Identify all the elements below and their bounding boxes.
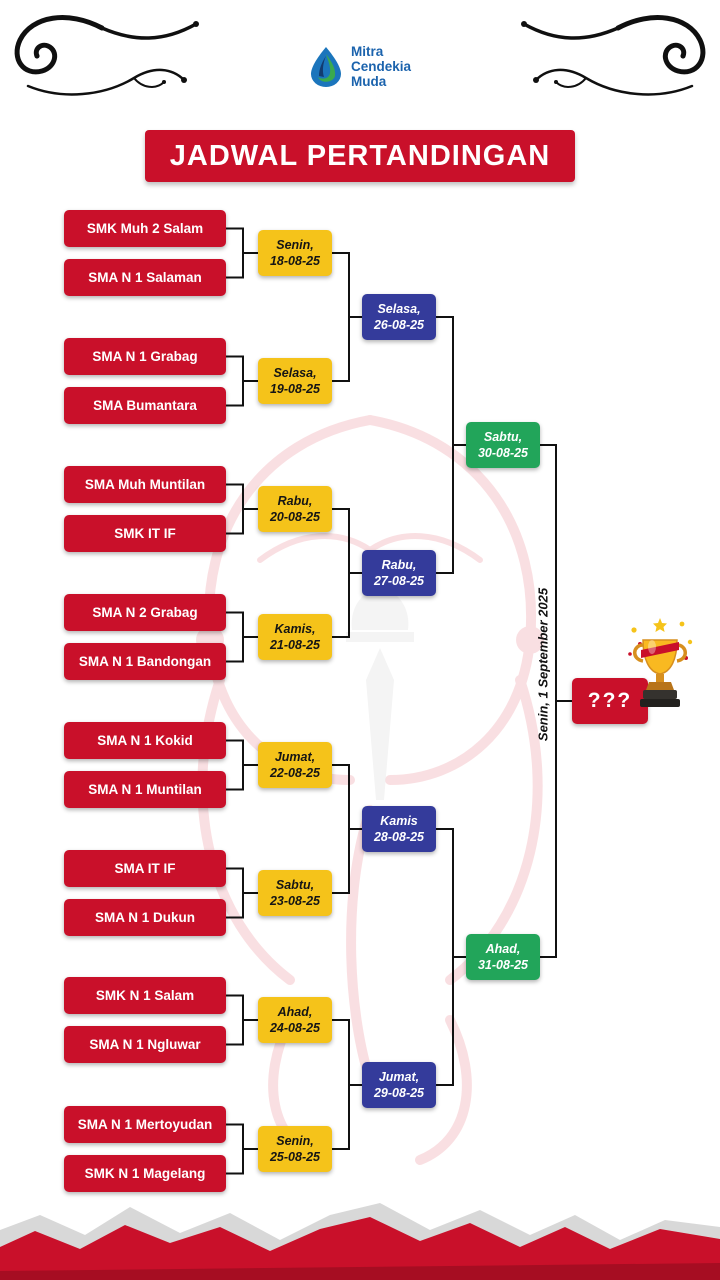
team-name: SMA N 1 Bandongan: [78, 654, 212, 669]
match-date: 29-08-25: [373, 1086, 425, 1100]
team-box: SMA N 1 Ngluwar: [64, 1026, 226, 1063]
team-box: SMK N 1 Magelang: [64, 1155, 226, 1192]
org-name-line: Muda: [350, 74, 387, 90]
match-date: 26-08-25: [373, 318, 425, 332]
match-date-box: Senin, 25-08-25: [258, 1126, 332, 1172]
champion-box: ???: [572, 678, 648, 724]
org-name-line: Mitra: [350, 44, 384, 59]
match-date: 23-08-25: [269, 894, 321, 908]
team-name: SMK N 1 Salam: [95, 988, 195, 1003]
match-date: 24-08-25: [269, 1021, 321, 1035]
match-day: Selasa,: [273, 365, 317, 380]
team-box: SMA Bumantara: [64, 387, 226, 424]
match-date: 31-08-25: [477, 958, 529, 972]
team-name: SMA N 1 Muntilan: [88, 782, 202, 797]
org-logo: Mitra Cendekia Muda: [309, 44, 411, 89]
match-date-box: Sabtu, 30-08-25: [466, 422, 540, 468]
match-day: Kamis,: [274, 621, 316, 636]
team-name: SMK N 1 Magelang: [84, 1166, 206, 1181]
match-date-box: Ahad, 31-08-25: [466, 934, 540, 980]
match-date: 25-08-25: [269, 1150, 321, 1164]
corner-flourish-icon: [521, 15, 706, 96]
trophy-icon: [628, 618, 693, 707]
match-date-box: Selasa, 19-08-25: [258, 358, 332, 404]
team-name: SMA N 1 Ngluwar: [89, 1037, 201, 1052]
team-box: SMA N 1 Grabag: [64, 338, 226, 375]
match-date: 22-08-25: [269, 766, 321, 780]
team-box: SMK IT IF: [64, 515, 226, 552]
team-box: SMK Muh 2 Salam: [64, 210, 226, 247]
match-date: 21-08-25: [269, 638, 321, 652]
team-name: SMA IT IF: [114, 861, 176, 876]
team-box: SMA N 1 Salaman: [64, 259, 226, 296]
match-date-box: Rabu, 27-08-25: [362, 550, 436, 596]
match-day: Kamis: [380, 813, 418, 828]
match-date-box: Selasa, 26-08-25: [362, 294, 436, 340]
team-name: SMA N 1 Salaman: [88, 270, 202, 285]
match-date: 18-08-25: [269, 254, 321, 268]
match-day: Ahad,: [485, 941, 521, 956]
match-day: Rabu,: [381, 557, 417, 572]
match-date-box: Senin, 18-08-25: [258, 230, 332, 276]
match-date: 28-08-25: [373, 830, 425, 844]
match-day: Jumat,: [274, 749, 316, 764]
match-day: Senin,: [276, 1133, 314, 1148]
match-date: 30-08-25: [477, 446, 529, 460]
match-date-box: Kamis, 21-08-25: [258, 614, 332, 660]
match-day: Jumat,: [378, 1069, 420, 1084]
team-box: SMA Muh Muntilan: [64, 466, 226, 503]
page-title: JADWAL PERTANDINGAN: [145, 130, 575, 182]
match-day: Selasa,: [377, 301, 421, 316]
match-date: 20-08-25: [269, 510, 321, 524]
logo-drop-icon: [310, 46, 341, 87]
team-box: SMA N 1 Kokid: [64, 722, 226, 759]
team-name: SMA N 1 Dukun: [94, 910, 195, 925]
team-box: SMK N 1 Salam: [64, 977, 226, 1014]
final-date-label: Senin, 1 September 2025: [535, 587, 551, 742]
match-date: 19-08-25: [269, 382, 321, 396]
team-name: SMK IT IF: [114, 526, 176, 541]
match-date-box: Sabtu, 23-08-25: [258, 870, 332, 916]
team-name: SMA N 2 Grabag: [92, 605, 198, 620]
match-day: Senin,: [276, 237, 314, 252]
match-day: Sabtu,: [275, 877, 315, 892]
team-name: SMA N 1 Kokid: [97, 733, 193, 748]
team-box: SMA N 1 Dukun: [64, 899, 226, 936]
champion-placeholder: ???: [587, 689, 633, 712]
match-date-box: Rabu, 20-08-25: [258, 486, 332, 532]
team-box: SMA N 2 Grabag: [64, 594, 226, 631]
corner-flourish-icon: [14, 15, 199, 96]
match-day: Ahad,: [277, 1004, 313, 1019]
team-box: SMA N 1 Muntilan: [64, 771, 226, 808]
team-name: SMA N 1 Grabag: [92, 349, 198, 364]
team-name: SMA Bumantara: [93, 398, 197, 413]
team-box: SMA N 1 Mertoyudan: [64, 1106, 226, 1143]
team-name: SMA N 1 Mertoyudan: [77, 1117, 213, 1132]
team-box: SMA IT IF: [64, 850, 226, 887]
team-name: SMA Muh Muntilan: [84, 477, 206, 492]
team-box: SMA N 1 Bandongan: [64, 643, 226, 680]
match-date-box: Jumat, 29-08-25: [362, 1062, 436, 1108]
torn-paper-edge: [0, 1203, 720, 1280]
org-name-line: Cendekia: [350, 59, 412, 75]
match-day: Rabu,: [277, 493, 313, 508]
match-day: Sabtu,: [483, 429, 523, 444]
org-name: Mitra Cendekia Muda: [351, 44, 411, 89]
match-date-box: Kamis 28-08-25: [362, 806, 436, 852]
match-date-box: Jumat, 22-08-25: [258, 742, 332, 788]
match-date-box: Ahad, 24-08-25: [258, 997, 332, 1043]
match-date: 27-08-25: [373, 574, 425, 588]
team-name: SMK Muh 2 Salam: [86, 221, 204, 236]
